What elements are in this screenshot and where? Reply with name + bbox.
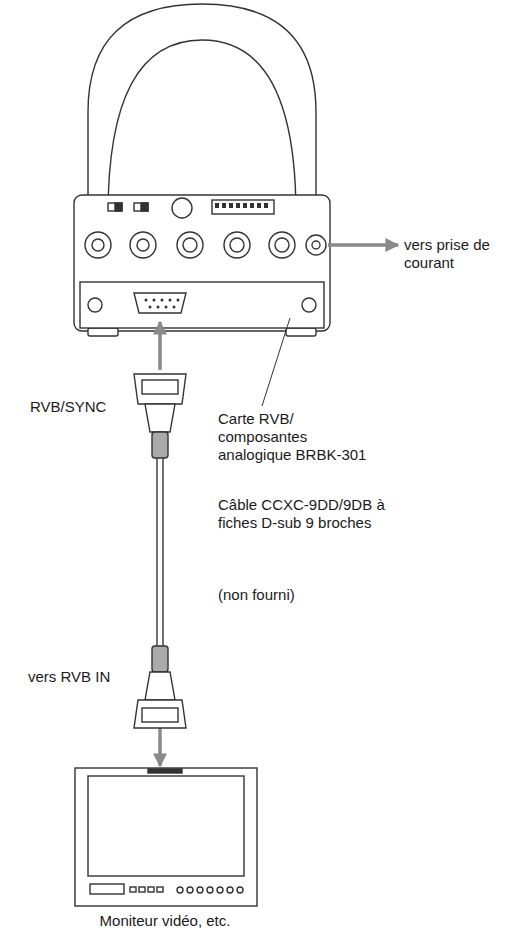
input-label: vers RVB IN bbox=[28, 668, 138, 686]
camera bbox=[74, 4, 330, 336]
leader-line bbox=[262, 318, 290, 406]
power-label: vers prise de courant bbox=[404, 236, 508, 272]
note-label: (non fourni) bbox=[218, 586, 338, 604]
arrows bbox=[160, 245, 398, 766]
video-monitor bbox=[75, 768, 257, 906]
monitor-label: Moniteur vidéo, etc. bbox=[70, 912, 260, 930]
cable-label: Câble CCXC-9DD/9DB à fiches D-sub 9 broc… bbox=[218, 496, 388, 532]
connector-label: RVB/SYNC bbox=[30, 398, 130, 416]
card-label: Carte RVB/ composantes analogique BRBK-3… bbox=[218, 410, 368, 464]
cable bbox=[134, 374, 186, 728]
